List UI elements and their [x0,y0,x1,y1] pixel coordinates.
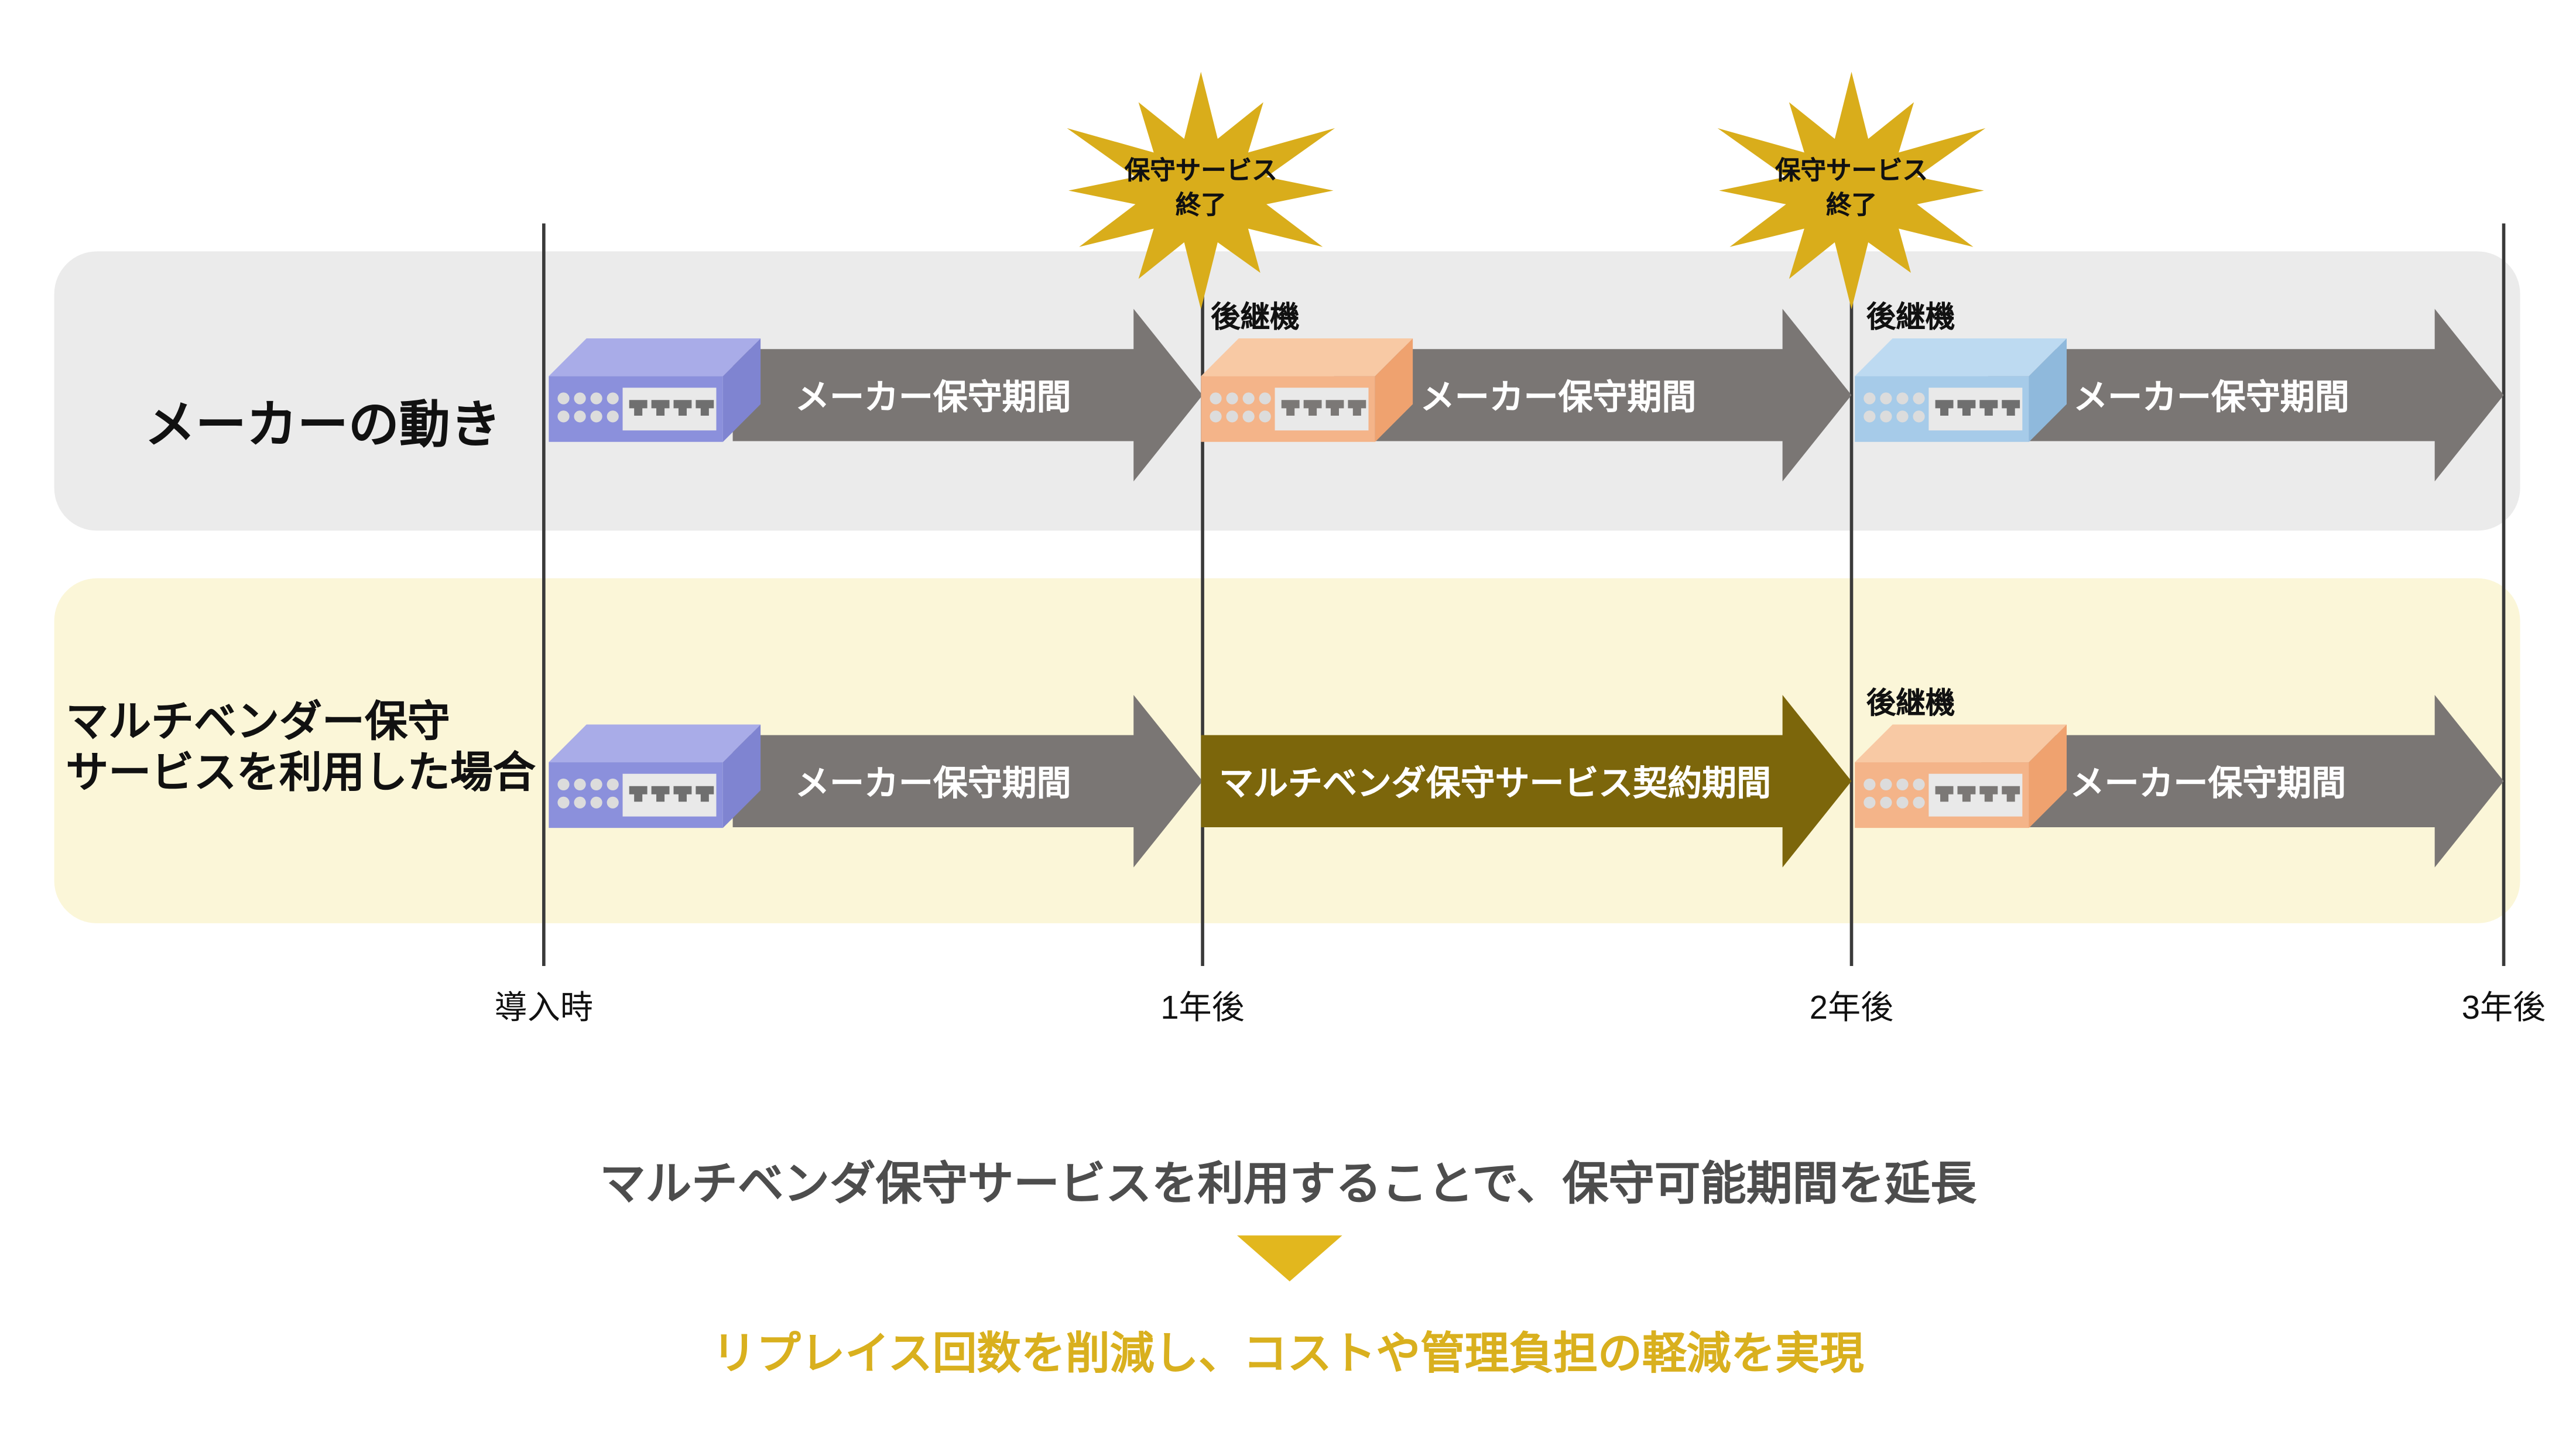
timeline-marker-year2 [1849,223,1854,966]
maker-row-label: メーカーの動き [144,396,501,454]
successor-label: 後継機 [1866,686,1955,720]
successor-label: 後継機 [1211,300,1300,334]
axis-label-year1: 1年後 [1160,991,1245,1027]
network-device-orange-icon [1855,724,2067,828]
network-device-blue-icon [1855,338,2067,442]
down-arrow-icon [1237,1235,1342,1282]
starburst-text: 保守サービス 終了 [1699,66,2005,316]
successor-label: 後継機 [1866,300,1955,334]
timeline-marker-start [542,223,546,966]
starburst-text-line2: 終了 [1825,192,1877,221]
maker-period-arrow-3-label: メーカー保守期間 [2073,378,2349,417]
network-device-purple-icon [549,724,761,828]
timeline-marker-year1 [1201,223,1204,966]
axis-label-year3: 3年後 [2461,991,2546,1027]
starburst-text: 保守サービス 終了 [1048,66,1354,316]
timeline-marker-year3 [2502,223,2506,966]
network-device-purple-icon [549,338,761,442]
multivendor-row-label: マルチベンダー保守 サービスを利用した場合 [66,697,536,799]
network-device-orange-icon [1201,338,1413,442]
contract-period-arrow-label: マルチベンダ保守サービス契約期間 [1219,765,1771,803]
maker-period-arrow-1-label: メーカー保守期間 [795,378,1071,417]
axis-label-year2: 2年後 [1809,991,1894,1027]
multivendor-row-label-line2: サービスを利用した場合 [66,747,536,797]
axis-label-start: 導入時 [494,991,594,1027]
maker-period-arrow-2-label: メーカー保守期間 [1420,378,1697,417]
multivendor-maker-period-arrow-1-label: メーカー保守期間 [795,765,1071,803]
multivendor-maker-period-arrow-3-label: メーカー保守期間 [2070,765,2347,803]
footer-headline: マルチベンダ保守サービスを利用することで、保守可能期間を延長 [600,1158,1976,1210]
service-end-starburst-year2: 保守サービス 終了 [1699,66,2005,316]
footer-result: リプレイス回数を削減し、コストや管理負担の軽減を実現 [712,1329,1864,1379]
multivendor-row-label-line1: マルチベンダー保守 [66,696,450,746]
starburst-text-line1: 保守サービス [1124,157,1277,186]
service-end-starburst-year1: 保守サービス 終了 [1048,66,1354,316]
starburst-text-line2: 終了 [1175,192,1227,221]
starburst-text-line1: 保守サービス [1775,157,1928,186]
